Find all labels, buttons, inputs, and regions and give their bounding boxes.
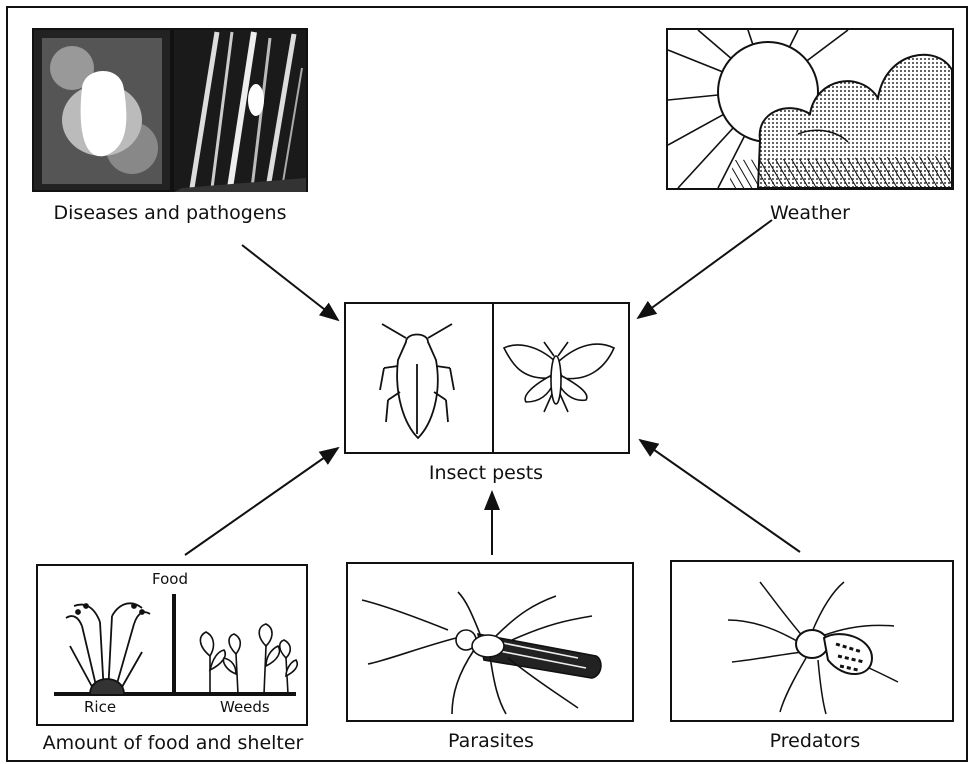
diseases-caption: Diseases and pathogens — [30, 202, 310, 224]
food-shelter-caption: Amount of food and shelter — [28, 732, 318, 754]
wasp-icon — [348, 564, 632, 720]
plant-stem-icon — [174, 30, 306, 192]
spider-icon — [672, 562, 952, 720]
arrow-weather-to-pests — [638, 220, 772, 318]
rice-label: Rice — [84, 698, 116, 716]
leafhopper-icon — [380, 324, 454, 438]
moth-icon — [504, 342, 614, 412]
arrow-diseases-to-pests — [242, 245, 338, 320]
weed-plants-icon — [200, 624, 297, 694]
weeds-label: Weeds — [220, 698, 270, 716]
weather-panel — [666, 28, 954, 190]
rice-plant-icon — [66, 603, 150, 694]
arrow-food-to-pests — [185, 448, 338, 555]
diseases-panel — [32, 28, 308, 192]
arrow-predators-to-pests — [640, 440, 800, 552]
diseased-leaf-icon — [34, 30, 170, 190]
insect-pests-caption: Insect pests — [396, 462, 576, 484]
food-label: Food — [152, 570, 188, 588]
sun-cloud-icon — [668, 30, 952, 188]
predators-caption: Predators — [730, 730, 900, 752]
food-shelter-panel: Food Rice Weeds — [36, 564, 308, 726]
parasites-caption: Parasites — [396, 730, 586, 752]
insect-pests-panel — [344, 302, 630, 454]
weather-caption: Weather — [760, 202, 860, 224]
parasites-panel — [346, 562, 634, 722]
predators-panel — [670, 560, 954, 722]
